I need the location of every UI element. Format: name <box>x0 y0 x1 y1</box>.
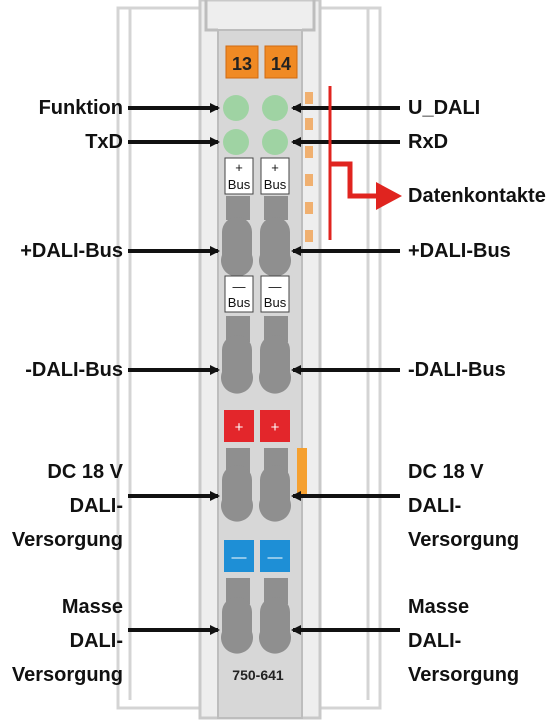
svg-text:+: + <box>271 419 280 436</box>
led-u-dali <box>262 95 288 121</box>
clamp-plus-dali-bus-right[interactable] <box>259 217 291 277</box>
minus-marker-1: — <box>224 540 254 572</box>
part-number: 750-641 <box>232 667 284 683</box>
data-contacts <box>305 92 313 242</box>
label-minus-dali-bus-left: -DALI-Bus <box>25 359 123 381</box>
led-txd <box>223 129 249 155</box>
label-dc-18v-left-line1: DC 18 V <box>47 461 123 483</box>
svg-text:—: — <box>268 549 283 566</box>
terminal-number-13: 13 <box>225 45 259 79</box>
terminal-number-13-text: 13 <box>232 54 252 74</box>
datenkontakte-indicator <box>328 86 402 240</box>
release-slot[interactable] <box>226 196 250 220</box>
label-dc-18v-left: DC 18 V DALI- Versorgung <box>12 455 123 557</box>
clamp-minus-dali-bus-left[interactable] <box>220 335 253 394</box>
bus-minus-label-1: — Bus <box>224 275 254 313</box>
label-masse-right-line2: DALI- <box>408 630 462 652</box>
label-masse-right: Masse DALI- Versorgung <box>408 590 519 692</box>
label-txd: TxD <box>85 131 123 153</box>
label-datenkontakte: Datenkontakte <box>408 185 546 207</box>
svg-text:Bus: Bus <box>228 295 251 310</box>
plus-marker-1: + <box>224 410 254 442</box>
label-dc-18v-right-line2: DALI- <box>408 495 462 517</box>
clamp-minus-dali-bus-right[interactable] <box>259 335 291 394</box>
svg-text:—: — <box>232 549 247 566</box>
label-plus-dali-bus-right: +DALI-Bus <box>408 240 511 262</box>
arrows-left <box>128 103 220 635</box>
clamp-dc-18v-left[interactable] <box>220 465 253 522</box>
terminal-number-14-text: 14 <box>271 54 291 74</box>
svg-text:Bus: Bus <box>228 177 251 192</box>
label-dc-18v-right: DC 18 V DALI- Versorgung <box>408 455 519 557</box>
label-masse-left-line2: DALI- <box>69 630 123 652</box>
label-dc-18v-left-line3: Versorgung <box>11 529 123 551</box>
label-masse-right-line3: Versorgung <box>408 664 520 686</box>
label-dc-18v-right-line3: Versorgung <box>408 529 520 551</box>
svg-text:Bus: Bus <box>264 177 287 192</box>
label-plus-dali-bus-left: +DALI-Bus <box>20 240 123 262</box>
svg-text:+: + <box>235 160 243 175</box>
power-contact-tab <box>297 448 307 494</box>
svg-text:+: + <box>271 160 279 175</box>
release-slot[interactable] <box>264 196 288 220</box>
bus-minus-label-2: — Bus <box>260 275 290 313</box>
arrows-right <box>291 103 400 635</box>
label-minus-dali-bus-right: -DALI-Bus <box>408 359 506 381</box>
label-masse-right-line1: Masse <box>408 596 470 618</box>
label-masse-left-line1: Masse <box>61 596 123 618</box>
minus-marker-2: — <box>260 540 290 572</box>
label-masse-left: Masse DALI- Versorgung <box>12 590 123 692</box>
terminal-number-14: 14 <box>264 45 298 79</box>
bus-plus-label-1: + Bus <box>224 157 254 195</box>
label-dc-18v-right-line1: DC 18 V <box>408 461 484 483</box>
clamp-masse-left[interactable] <box>221 597 253 654</box>
label-funktion: Funktion <box>38 97 123 119</box>
label-u-dali: U_DALI <box>408 97 481 119</box>
clamp-masse-right[interactable] <box>259 597 291 654</box>
led-rxd <box>262 129 288 155</box>
label-dc-18v-left-line2: DALI- <box>69 495 123 517</box>
label-rxd: RxD <box>408 131 449 153</box>
svg-text:—: — <box>233 279 246 294</box>
label-masse-left-line3: Versorgung <box>11 664 123 686</box>
led-funktion <box>223 95 249 121</box>
clamp-plus-dali-bus-left[interactable] <box>220 217 253 277</box>
svg-text:Bus: Bus <box>264 295 287 310</box>
svg-text:—: — <box>269 279 282 294</box>
bus-plus-label-2: + Bus <box>260 157 290 195</box>
clamp-dc-18v-right[interactable] <box>259 465 291 522</box>
svg-text:+: + <box>235 419 244 436</box>
plus-marker-2: + <box>260 410 290 442</box>
